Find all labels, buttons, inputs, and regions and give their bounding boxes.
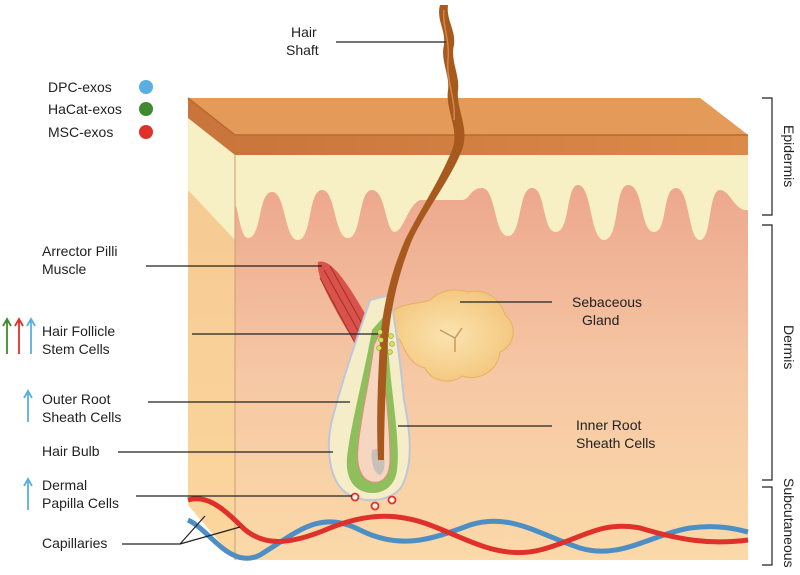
dermal-papilla-arrow xyxy=(23,477,33,510)
label-stem-cells-2: Stem Cells xyxy=(42,341,110,357)
dermal-papilla-cells xyxy=(350,492,397,511)
label-hair-shaft-2: Shaft xyxy=(286,42,319,58)
block-top-surface xyxy=(188,98,748,135)
layer-brackets xyxy=(762,97,773,566)
label-stem-cells-1: Hair Follicle xyxy=(42,323,115,339)
label-dermal-papilla-1: Dermal xyxy=(42,477,87,493)
legend-label-msc: MSC-exos xyxy=(48,124,113,140)
outer-root-arrow xyxy=(23,389,33,422)
label-dermal-papilla-2: Papilla Cells xyxy=(42,495,119,511)
label-outer-root-1: Outer Root xyxy=(42,391,111,407)
epidermis-layer xyxy=(235,155,748,240)
stem-cell-dots xyxy=(376,329,395,355)
capillary-blue xyxy=(186,517,749,561)
legend-dot-hacat xyxy=(139,102,153,116)
label-subcutaneous: Subcutaneous xyxy=(781,478,797,568)
label-hair-bulb: Hair Bulb xyxy=(42,443,100,459)
label-epidermis: Epidermis xyxy=(781,125,797,187)
label-inner-root-2: Sheath Cells xyxy=(576,435,655,451)
label-arrector-1: Arrector Pilli xyxy=(42,243,117,259)
label-sebaceous-1: Sebaceous xyxy=(572,294,642,310)
label-hair-shaft-1: Hair xyxy=(291,24,317,40)
legend-dot-msc xyxy=(139,125,153,139)
label-inner-root-1: Inner Root xyxy=(576,417,641,433)
stem-cell-arrows xyxy=(2,317,36,354)
capillary-red xyxy=(187,496,749,556)
label-sebaceous-2: Gland xyxy=(582,312,619,328)
legend-label-hacat: HaCat-exos xyxy=(48,101,122,117)
legend-label-dpc: DPC-exos xyxy=(48,79,112,95)
legend: DPC-exos HaCat-exos MSC-exos xyxy=(48,79,153,140)
leader-lines xyxy=(118,41,552,545)
label-capillaries: Capillaries xyxy=(42,535,107,551)
label-dermis: Dermis xyxy=(781,325,797,369)
label-outer-root-2: Sheath Cells xyxy=(42,409,121,425)
legend-dot-dpc xyxy=(139,80,153,94)
block-side-epidermis xyxy=(188,98,235,240)
label-arrector-2: Muscle xyxy=(42,261,87,277)
